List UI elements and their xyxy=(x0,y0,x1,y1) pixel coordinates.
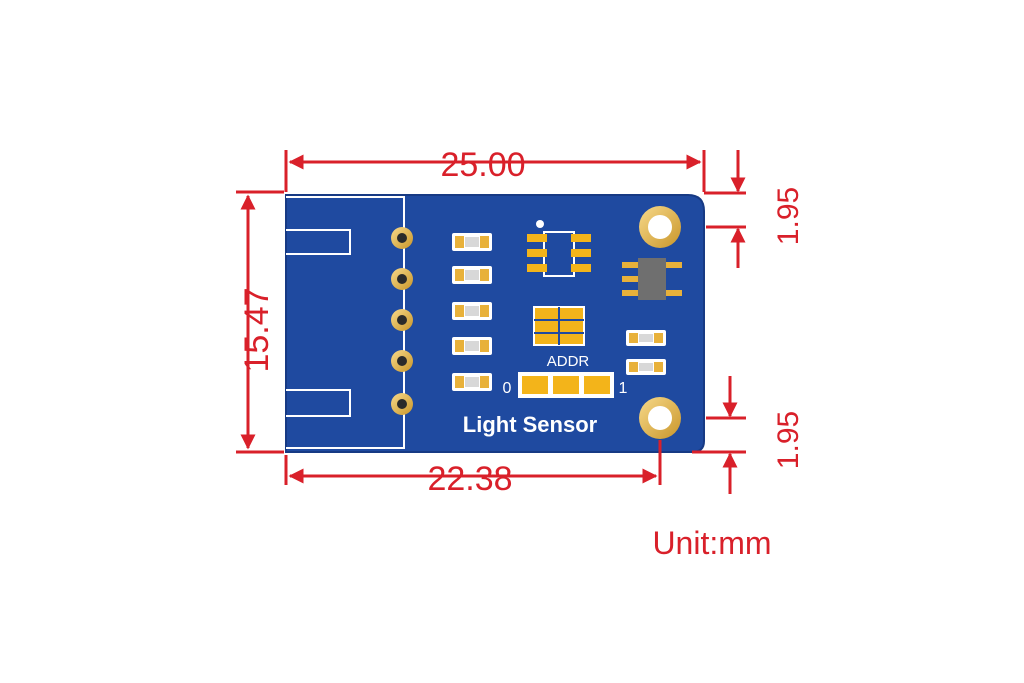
addr-one-label: 1 xyxy=(619,380,628,397)
mounting-hole-top xyxy=(639,206,681,248)
pcb-board: ADDR 0 1 Light Sensor xyxy=(285,194,705,453)
height-dimension-label: 15.47 xyxy=(238,287,276,372)
addr-zero-label: 0 xyxy=(503,380,512,397)
dimension-lines xyxy=(236,150,746,494)
regulator-chip xyxy=(622,258,682,300)
addr-jumper xyxy=(518,372,614,398)
header-pins xyxy=(391,227,413,415)
smd-components-right xyxy=(626,330,666,375)
bottom-offset-dimension-label: 1.95 xyxy=(772,411,805,469)
addr-label: ADDR xyxy=(547,353,590,370)
sensor-ic-footprint xyxy=(527,220,591,277)
board-label: Light Sensor xyxy=(463,412,598,437)
mounting-hole-bottom xyxy=(639,397,681,439)
hole-spacing-dimension-label: 22.38 xyxy=(427,460,512,498)
width-dimension-label: 25.00 xyxy=(440,146,525,184)
unit-label: Unit:mm xyxy=(652,525,771,561)
smd-resistors xyxy=(452,233,492,391)
top-offset-dimension-label: 1.95 xyxy=(772,187,805,245)
addr-pad-block xyxy=(533,306,585,346)
